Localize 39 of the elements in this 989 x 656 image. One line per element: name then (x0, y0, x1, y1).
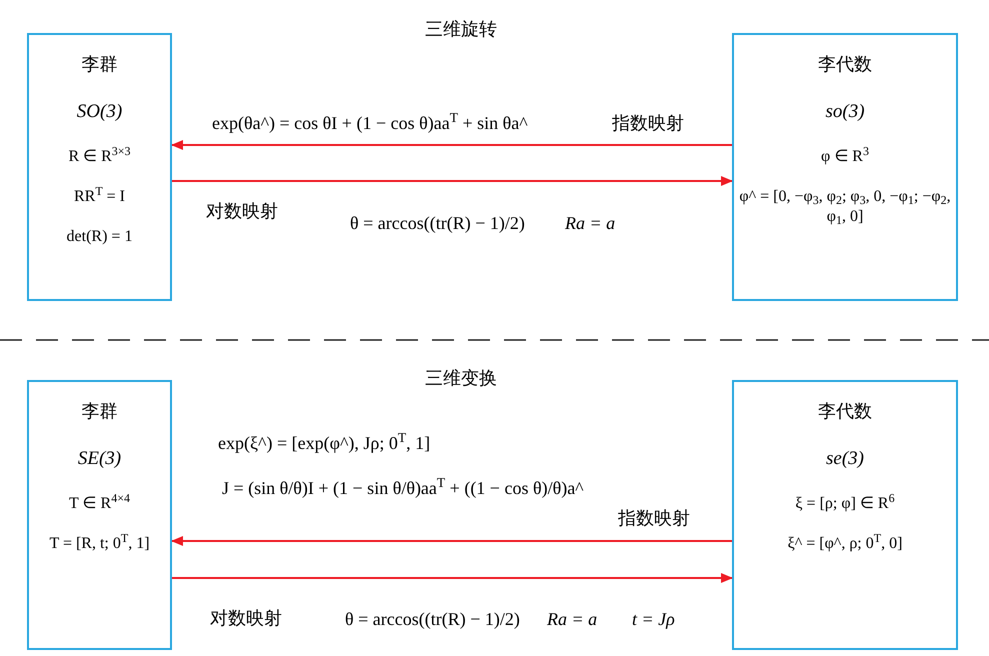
formula-text: T = [R, t; 0$^{T}$, 1] (49, 534, 150, 554)
arrow (171, 140, 732, 150)
group-box (732, 33, 958, 301)
formula-text: φ ∈ R$^{3}$ (821, 146, 869, 166)
formula-text: J = (sin θ/θ)I + (1 − sin θ/θ)aa$^{T}$ + ((1 − cos θ)/θ)a^ (222, 475, 584, 500)
formula-text: T ∈ R$^{4×4}$ (69, 494, 130, 514)
formula-text: θ = arccos((tr(R) − 1)/2) (350, 212, 525, 235)
formula-text: det(R) = 1 (66, 226, 132, 246)
arrow (172, 176, 733, 186)
heading-text: 李群 (82, 53, 118, 76)
edge-label: 指数映射 (618, 507, 690, 530)
formula-text: Ra = a (547, 608, 598, 631)
heading-text: 李代数 (818, 400, 872, 423)
edge-label: 对数映射 (210, 607, 282, 630)
heading-text: 李代数 (818, 53, 872, 76)
formula-text: Ra = a (565, 212, 616, 235)
formula-text: se(3) (826, 447, 864, 471)
formula-text: θ = arccos((tr(R) − 1)/2) (345, 608, 520, 631)
formula-text: SO(3) (76, 100, 122, 124)
formula-text: φ^ = [0, −φ$_{3}$, φ$_{2}$; φ$_{3}$, 0, −φ$_{1}$; −φ$_{2}$, φ$_{1}$, 0] (738, 186, 952, 226)
edge-label: 指数映射 (612, 112, 684, 135)
section-heading: 三维变换 (425, 367, 497, 390)
formula-text: ξ^ = [φ^, ρ; 0$^{T}$, 0] (788, 534, 902, 554)
formula-text: ξ = [ρ; φ] ∈ R$^{6}$ (795, 494, 895, 514)
formula-text: exp(ξ^) = [exp(φ^), Jρ; 0$^{T}$, 1] (218, 430, 430, 455)
formula-text: t = Jρ (632, 608, 675, 631)
arrow (171, 536, 732, 546)
arrow (172, 573, 733, 583)
edge-label: 对数映射 (206, 200, 278, 223)
heading-text: 李群 (82, 400, 118, 423)
formula-text: R ∈ R$^{3×3}$ (68, 146, 131, 166)
group-box (732, 380, 958, 650)
formula-text: RR$^{T}$ = I (74, 186, 126, 206)
formula-text: exp(θa^) = cos θI + (1 − cos θ)aa$^{T}$ + sin θa^ (212, 110, 528, 135)
group-box (27, 380, 172, 650)
formula-text: so(3) (825, 100, 865, 124)
group-box (27, 33, 172, 301)
formula-text: SE(3) (78, 447, 122, 471)
section-heading: 三维旋转 (425, 18, 497, 41)
